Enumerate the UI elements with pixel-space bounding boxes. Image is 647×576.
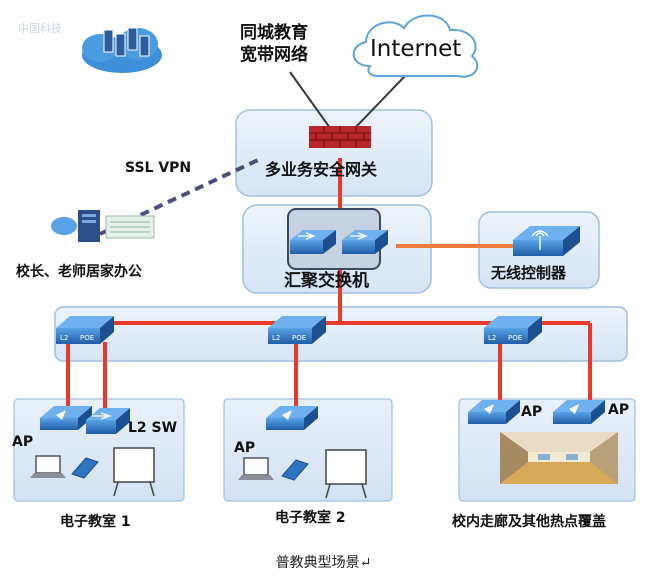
corridor-ap-2-label: AP [608, 402, 629, 418]
link-internet-gateway [354, 75, 406, 129]
wireless-controller-label: 无线控制器 [490, 264, 567, 282]
aggregation-switch-label: 汇聚交换机 [284, 270, 369, 291]
gateway-panel [235, 109, 433, 197]
classroom2-ap-icon [266, 406, 318, 430]
classroom1-ap-label: AP [12, 434, 33, 450]
gateway-label: 多业务安全网关 [265, 160, 377, 179]
classroom2-tablet-icon [281, 459, 309, 481]
access-switch-2-icon: L2 POE [268, 316, 326, 344]
svg-text:L2: L2 [488, 334, 496, 342]
access-switch-3-icon: L2 POE [484, 316, 542, 344]
classroom2-whiteboard-icon [325, 449, 367, 499]
classroom1-ap-icon [40, 406, 92, 430]
svg-text:L2: L2 [272, 334, 280, 342]
classroom2-label: 电子教室 2 [275, 509, 346, 526]
aggregation-switch-left-icon [290, 230, 336, 254]
classroom1-l2sw-icon [86, 408, 130, 434]
classroom2-ap-label: AP [234, 440, 255, 456]
home-office-screen-icon [105, 215, 155, 239]
classroom1-tablet-icon [71, 457, 99, 479]
figure-caption: 普教典型场景↵ [275, 555, 372, 571]
link-city-gateway [289, 71, 331, 129]
internet-label: Internet [370, 36, 461, 62]
corridor-ap-2-icon [553, 400, 605, 424]
svg-text:POE: POE [80, 334, 94, 342]
aggregation-switch-right-icon [342, 230, 388, 254]
corridor-photo [500, 432, 618, 484]
home-office-label: 校长、老师居家办公 [16, 263, 142, 280]
corridor-label: 校内走廊及其他热点覆盖 [452, 513, 606, 530]
corridor-ap-1-label: AP [521, 404, 542, 420]
svg-text:POE: POE [508, 334, 522, 342]
wireless-controller-icon [513, 226, 580, 256]
classroom1-l2sw-label: L2 SW [128, 420, 177, 436]
watermark: 中国科技 [18, 21, 62, 35]
access-switch-1-icon: L2 POE [56, 316, 114, 344]
home-office-computer-icon [51, 210, 100, 242]
city-network-label-line1: 同城教育 [240, 22, 308, 43]
corridor-ap-1-icon [468, 400, 520, 424]
svg-text:POE: POE [292, 334, 306, 342]
city-network-cloud-icon [82, 27, 162, 73]
classroom1-laptop-icon [30, 455, 66, 478]
firewall-icon [309, 126, 371, 148]
internet-cloud-icon [352, 14, 479, 78]
city-network-label-line2: 宽带网络 [240, 44, 308, 65]
classroom2-laptop-icon [238, 457, 274, 480]
classroom1-label: 电子教室 1 [60, 513, 131, 530]
ssl-vpn-label: SSL VPN [125, 160, 191, 176]
svg-text:L2: L2 [60, 334, 68, 342]
classroom1-whiteboard-icon [113, 447, 155, 497]
